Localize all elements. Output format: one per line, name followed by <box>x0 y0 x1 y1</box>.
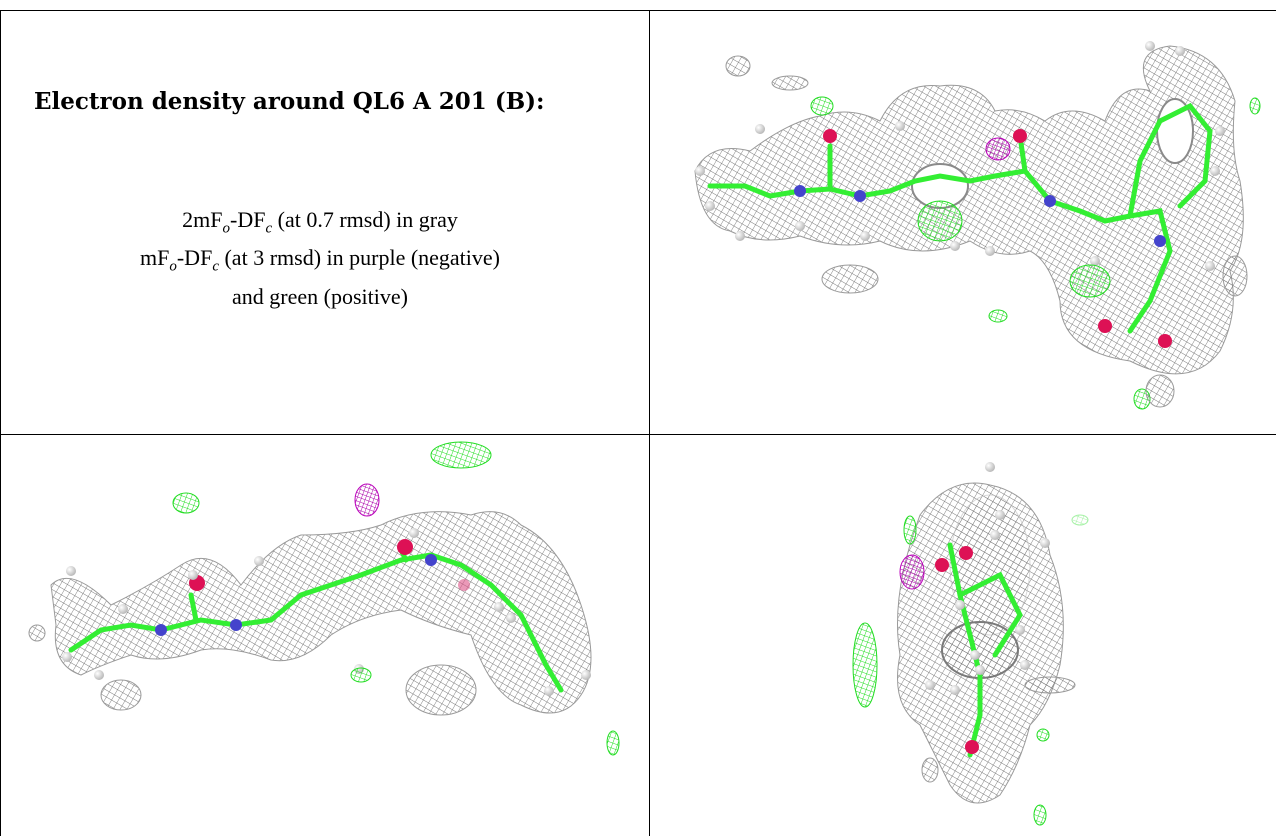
table-top-border <box>0 10 1276 11</box>
page-title: Electron density around QL6 A 201 (B): <box>34 88 545 115</box>
density-view-1-image <box>694 41 1261 410</box>
legend-line-fofc: mFo-DFc (at 3 rmsd) in purple (negative) <box>140 245 500 275</box>
density-view-1 <box>650 11 1276 434</box>
table-middle-border <box>0 434 1276 435</box>
density-view-2 <box>1 435 649 836</box>
legend-line-colors: and green (positive) <box>232 283 408 309</box>
density-view-3-image <box>852 462 1089 826</box>
density-view-2-image <box>28 441 620 756</box>
legend-text: 2mFo-DFc (at 0.7 rmsd) in gray mFo-DFc (… <box>60 205 580 312</box>
table-center-border <box>649 10 650 836</box>
legend-line-2fofc: 2mFo-DFc (at 0.7 rmsd) in gray <box>182 207 458 237</box>
table-left-border <box>0 10 1 836</box>
density-view-3 <box>650 435 1276 836</box>
